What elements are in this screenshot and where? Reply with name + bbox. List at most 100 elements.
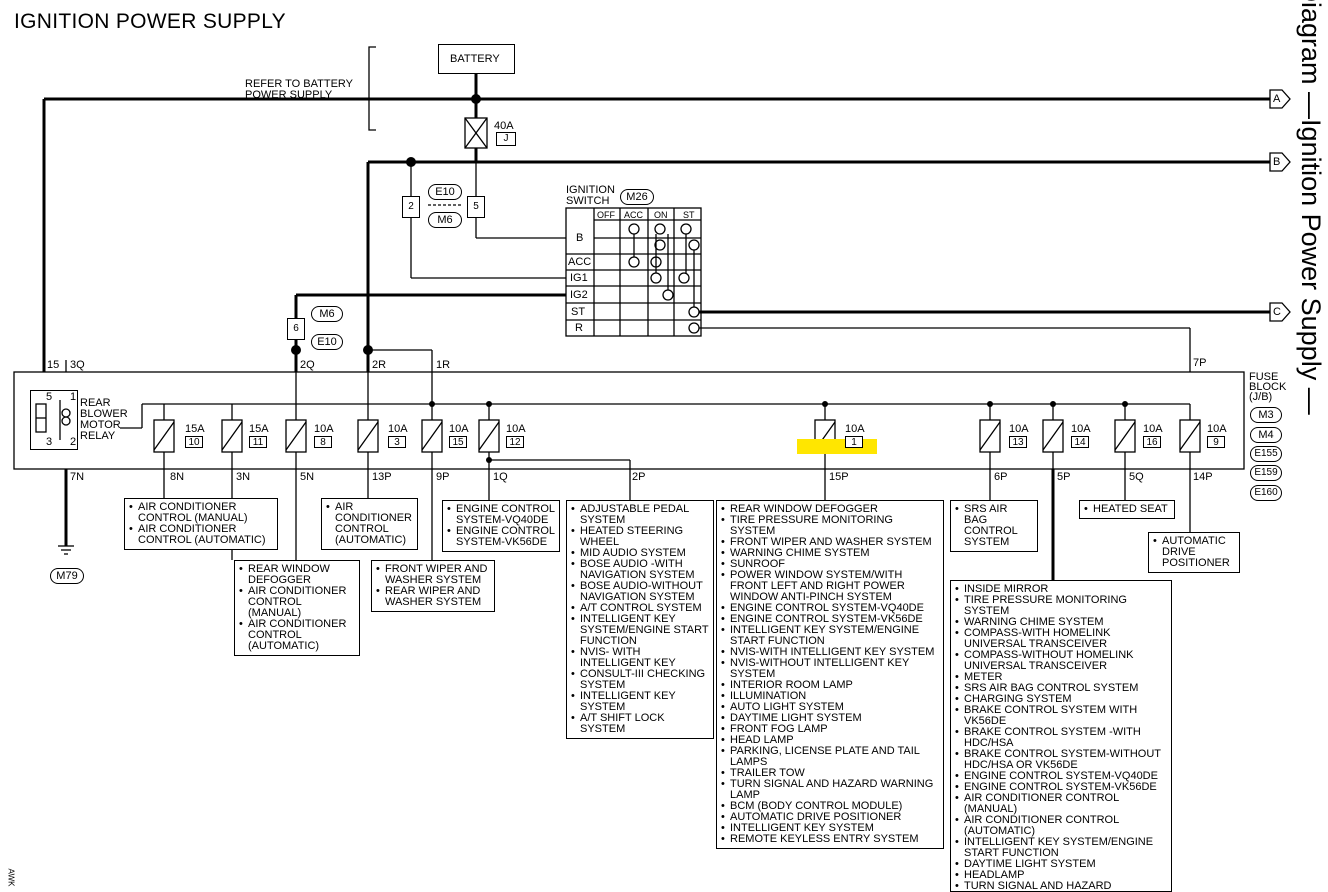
load-item: AUTOMATIC DRIVE POSITIONER <box>1153 536 1235 569</box>
fuse-9-number: 9 <box>1207 436 1225 448</box>
load-item: ENGINE CONTROL SYSTEM-VQ40DE <box>955 771 1167 783</box>
load-item: INSIDE MIRROR <box>955 584 1167 596</box>
load-box-5p: INSIDE MIRRORTIRE PRESSURE MONITORING SY… <box>950 580 1172 892</box>
load-item: REMOTE KEYLESS ENTRY SYSTEM <box>721 834 939 846</box>
ignition-switch-title-1: IGNITION <box>566 184 615 196</box>
load-item: HEATED SEAT <box>1084 504 1170 516</box>
fuse-3-amp: 10A <box>388 423 408 435</box>
load-item: MID AUDIO SYSTEM <box>571 548 709 560</box>
connector-pin-5: 5 <box>467 196 485 218</box>
connector-e10-top: E10 <box>428 184 462 200</box>
relay-label-2: BLOWER <box>80 408 128 420</box>
load-item: ENGINE CONTROL SYSTEM-VK56DE <box>447 526 555 548</box>
connector-e155: E155 <box>1250 446 1282 462</box>
load-box-9p: FRONT WIPER AND WASHER SYSTEMREAR WIPER … <box>371 560 495 612</box>
refer-note-line-2: POWER SUPPLY <box>245 89 333 101</box>
pin-14p: 14P <box>1193 471 1213 483</box>
fuse-10-amp: 15A <box>185 423 205 435</box>
load-item: BRAKE CONTROL SYSTEM-WITHOUT HDC/HSA OR … <box>955 749 1167 771</box>
load-item: SRS AIR BAG CONTROL SYSTEM <box>955 683 1167 695</box>
load-item: REAR WINDOW DEFOGGER <box>239 564 355 586</box>
relay-pin-3: 3 <box>46 436 53 448</box>
load-item: TIRE PRESSURE MONITORING SYSTEM <box>721 515 939 537</box>
connector-m3: M3 <box>1250 407 1282 423</box>
battery-box <box>438 44 515 74</box>
switch-row-ig1: IG1 <box>570 272 588 284</box>
relay-label-4: RELAY <box>80 430 116 442</box>
load-item: HEATED STEERING WHEEL <box>571 526 709 548</box>
load-item: POWER WINDOW SYSTEM/WITH FRONT LEFT AND … <box>721 570 939 603</box>
pin-5q: 5Q <box>1129 471 1144 483</box>
relay-pin-1: 1 <box>70 391 77 403</box>
load-item: AIR CONDITIONER CONTROL (MANUAL) <box>239 586 355 619</box>
load-item: INTELLIGENT KEY SYSTEM/ENGINE START FUNC… <box>721 625 939 647</box>
connector-e159: E159 <box>1250 465 1282 481</box>
fuse-block-label-1: FUSE <box>1249 371 1279 383</box>
fuse-11-number: 11 <box>249 436 267 448</box>
load-item: DAYTIME LIGHT SYSTEM <box>721 713 939 725</box>
load-item: NVIS-WITHOUT INTELLIGENT KEY SYSTEM <box>721 658 939 680</box>
fuse-3-number: 3 <box>388 436 406 448</box>
load-item: INTELLIGENT KEY SYSTEM/ENGINE START FUNC… <box>571 614 709 647</box>
switch-row-ig2: IG2 <box>570 289 588 301</box>
fuse-12-amp: 10A <box>506 423 526 435</box>
load-item: NVIS- WITH INTELLIGENT KEY <box>571 647 709 669</box>
load-item: AIR CONDITIONER CONTROL (AUTOMATIC) <box>129 524 273 546</box>
load-item: CONSULT-III CHECKING SYSTEM <box>571 669 709 691</box>
load-item: COMPASS-WITHOUT HOMELINK UNIVERSAL TRANS… <box>955 650 1167 672</box>
load-item: AIR CONDITIONER CONTROL (MANUAL) <box>129 502 273 524</box>
fuse-40a-amp: 40A <box>494 120 514 132</box>
connector-m6-mid: M6 <box>311 306 343 322</box>
load-item: AUTO LIGHT SYSTEM <box>721 702 939 714</box>
connector-m26: M26 <box>620 189 654 205</box>
connector-m4: M4 <box>1250 427 1282 443</box>
connector-e160: E160 <box>1250 485 1282 501</box>
load-item: A/T CONTROL SYSTEM <box>571 603 709 615</box>
switch-row-acc: ACC <box>568 256 592 268</box>
switch-col-off: OFF <box>597 210 615 220</box>
load-item: SUNROOF <box>721 559 939 571</box>
load-item: HEAD LAMP <box>721 735 939 747</box>
switch-row-b: B <box>576 232 584 244</box>
connector-pin-6: 6 <box>287 318 305 340</box>
load-item: AIR CONDITIONER CONTROL (MANUAL) <box>955 793 1167 815</box>
load-item: DAYTIME LIGHT SYSTEM <box>955 859 1167 871</box>
fuse-13-number: 13 <box>1009 436 1027 448</box>
highlight-fuse-1 <box>797 439 877 454</box>
load-item: INTERIOR ROOM LAMP <box>721 680 939 692</box>
pin-6p: 6P <box>994 471 1008 483</box>
ignition-switch-title-2: SWITCH <box>566 195 610 207</box>
load-item: A/T SHIFT LOCK SYSTEM <box>571 713 709 735</box>
load-item: AIR CONDITIONER CONTROL (AUTOMATIC) <box>239 619 355 652</box>
load-item: COMPASS-WITH HOMELINK UNIVERSAL TRANSCEI… <box>955 628 1167 650</box>
load-item: SRS AIR BAG CONTROL SYSTEM <box>955 504 1033 548</box>
fuse-11-amp: 15A <box>249 423 269 435</box>
load-item: HEADLAMP <box>955 870 1167 882</box>
connector-pin-2: 2 <box>402 196 420 218</box>
load-item: NVIS-WITH INTELLIGENT KEY SYSTEM <box>721 647 939 659</box>
pin-5p: 5P <box>1057 471 1071 483</box>
pin-15p: 15P <box>829 471 849 483</box>
switch-col-on: ON <box>654 210 668 220</box>
load-item: FRONT WIPER AND WASHER SYSTEM <box>376 564 490 586</box>
relay-pin-2: 2 <box>70 436 77 448</box>
load-item: BRAKE CONTROL SYSTEM -WITH HDC/HSA <box>955 727 1167 749</box>
rear-blower-relay <box>30 390 78 450</box>
load-item: BOSE AUDIO -WITH NAVIGATION SYSTEM <box>571 559 709 581</box>
load-box-1q: ENGINE CONTROL SYSTEM-VQ40DEENGINE CONTR… <box>442 500 560 552</box>
load-item: WARNING CHIME SYSTEM <box>955 617 1167 629</box>
pin-3n: 3N <box>236 471 251 483</box>
connector-m79: M79 <box>50 568 84 584</box>
pin-5n: 5N <box>300 471 315 483</box>
load-item: ENGINE CONTROL SYSTEM-VQ40DE <box>447 504 555 526</box>
fuse-8-number: 8 <box>314 436 332 448</box>
load-box-8n: AIR CONDITIONER CONTROL (MANUAL)AIR COND… <box>124 498 278 550</box>
load-item: ENGINE CONTROL SYSTEM-VK56DE <box>721 614 939 626</box>
load-item: PARKING, LICENSE PLATE AND TAIL LAMPS <box>721 746 939 768</box>
offpage-a: A <box>1273 93 1281 105</box>
pin-7p: 7P <box>1193 357 1207 369</box>
load-box-15p: REAR WINDOW DEFOGGERTIRE PRESSURE MONITO… <box>716 500 944 849</box>
fuse-13-amp: 10A <box>1009 423 1029 435</box>
load-item: AIR CONDITIONER CONTROL (AUTOMATIC) <box>326 502 413 546</box>
pin-1r: 1R <box>436 359 451 371</box>
